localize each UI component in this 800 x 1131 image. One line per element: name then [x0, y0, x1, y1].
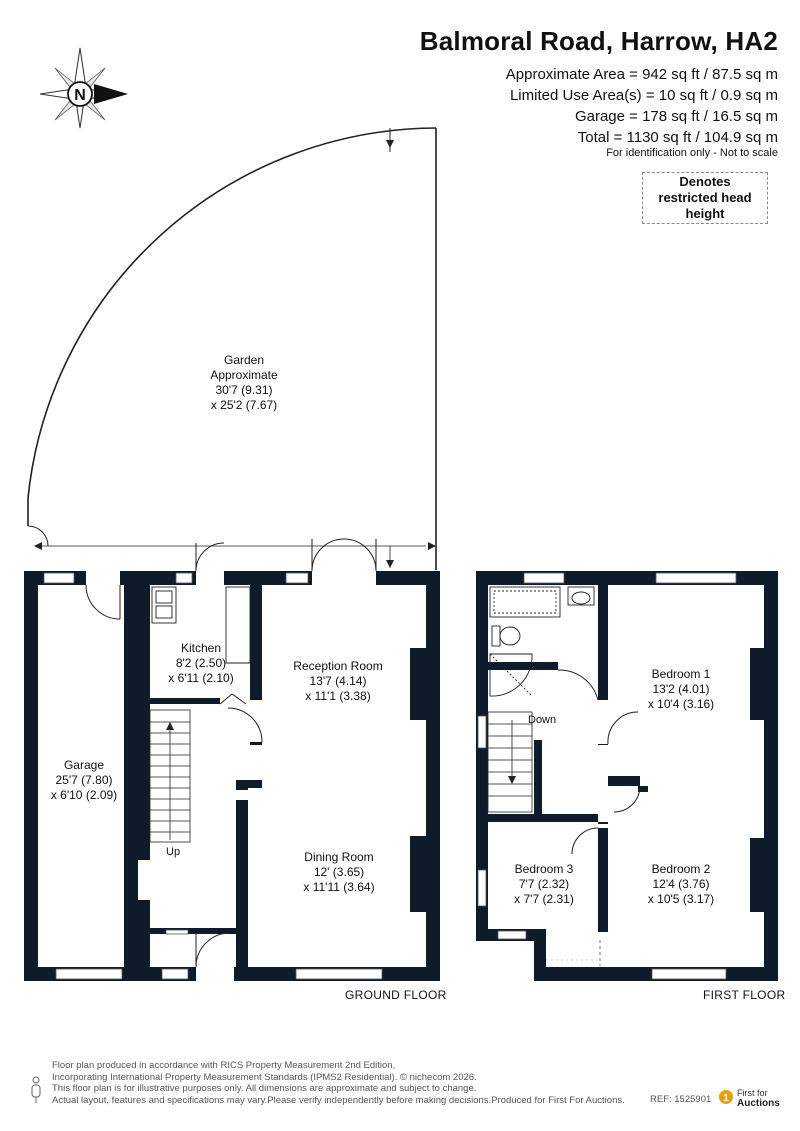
room-name: Garage [63, 758, 105, 772]
room-garden: Garden Approximate 30'7 (9.31) x 25'2 (7… [210, 353, 277, 413]
area-approximate: Approximate Area = 942 sq ft / 87.5 sq m [505, 66, 778, 83]
room-name: Bedroom 2 [651, 862, 711, 876]
first-for-auctions-logo-icon: 1 [719, 1090, 733, 1104]
page-title: Balmoral Road, Harrow, HA2 [419, 26, 778, 56]
room-dimension: x 7'7 (2.31) [514, 892, 574, 906]
restricted-height-label: Denotes restricted head height [658, 174, 752, 221]
room-dimension: 7'7 (2.32) [518, 877, 570, 891]
disclaimer: Floor plan produced in accordance with R… [52, 1060, 625, 1106]
room-dimension: 12' (3.65) [313, 865, 365, 879]
brand-logo-line: First for [737, 1088, 768, 1098]
reference-number: REF: 1525901 [650, 1094, 712, 1105]
room-dimension: x 11'1 (3.38) [305, 689, 371, 703]
room-name: Bedroom 1 [651, 667, 711, 681]
room-dimension: 8'2 (2.50) [175, 656, 227, 670]
svg-text:1: 1 [723, 1093, 729, 1104]
compass-north-letter: N [74, 87, 86, 104]
room-name: Kitchen [180, 641, 222, 655]
area-total: Total = 1130 sq ft / 104.9 sq m [577, 129, 778, 146]
restricted-height-legend: Denotes restricted head height [642, 172, 768, 224]
room-bedroom-3: Bedroom 3 7'7 (2.32) x 7'7 (2.31) [514, 862, 574, 907]
room-dimension: x 6'10 (2.09) [50, 788, 118, 802]
ground-floor-label: GROUND FLOOR [345, 988, 447, 1002]
room-name: Reception Room [293, 659, 383, 673]
disclaimer-line: This floor plan is for illustrative purp… [52, 1083, 477, 1094]
stairs-up-label: Up [166, 846, 181, 858]
brand-logo-text: First for Auctions [737, 1088, 780, 1109]
room-dimension: 30'7 (9.31) [215, 383, 273, 397]
disclaimer-line: Actual layout, features and specificatio… [52, 1094, 625, 1106]
scale-note: For identification only - Not to scale [606, 147, 778, 159]
room-name: Dining Room [304, 850, 374, 864]
room-dimension: 12'4 (3.76) [652, 877, 710, 891]
room-dimension: 13'7 (4.14) [309, 674, 367, 688]
first-floor-label: FIRST FLOOR [703, 988, 786, 1002]
room-name: Bedroom 3 [514, 862, 574, 876]
area-limited-use: Limited Use Area(s) = 10 sq ft / 0.9 sq … [509, 87, 778, 104]
stairs-down-label: Down [528, 714, 557, 726]
first-floor-plan [476, 571, 778, 981]
room-dimension: x 10'4 (3.16) [647, 697, 715, 711]
room-name: Garden [223, 353, 265, 367]
person-icon [31, 1076, 41, 1103]
disclaimer-line: Incorporating International Property Mea… [52, 1071, 477, 1083]
garden-outline [27, 127, 437, 570]
room-reception: Reception Room 13'7 (4.14) x 11'1 (3.38) [293, 659, 382, 704]
brand-logo-line: Auctions [737, 1098, 780, 1109]
room-kitchen: Kitchen 8'2 (2.50) x 6'11 (2.10) [168, 641, 233, 686]
room-dimension: 13'2 (4.01) [652, 682, 710, 696]
disclaimer-line: Floor plan produced in accordance with R… [52, 1060, 396, 1071]
room-garage: Garage 25'7 (7.80) x 6'10 (2.09) [51, 758, 117, 803]
room-dimension: x 11'11 (3.64) [303, 880, 375, 894]
room-note: Approximate [210, 368, 278, 382]
area-garage: Garage = 178 sq ft / 16.5 sq m [574, 108, 778, 125]
room-dimension: x 10'5 (3.17) [647, 892, 715, 906]
room-bedroom-1: Bedroom 1 13'2 (4.01) x 10'4 (3.16) [648, 667, 714, 712]
room-dimension: x 25'2 (7.67) [210, 398, 278, 412]
area-summary: Approximate Area = 942 sq ft / 87.5 sq m… [506, 64, 778, 148]
room-bedroom-2: Bedroom 2 12'4 (3.76) x 10'5 (3.17) [648, 862, 714, 907]
ground-floor-plan [24, 538, 440, 981]
room-dimension: x 6'11 (2.10) [168, 671, 234, 685]
room-dining: Dining Room 12' (3.65) x 11'11 (3.64) [303, 850, 374, 895]
room-dimension: 25'7 (7.80) [55, 773, 113, 787]
compass-rose-icon: N [39, 47, 128, 129]
